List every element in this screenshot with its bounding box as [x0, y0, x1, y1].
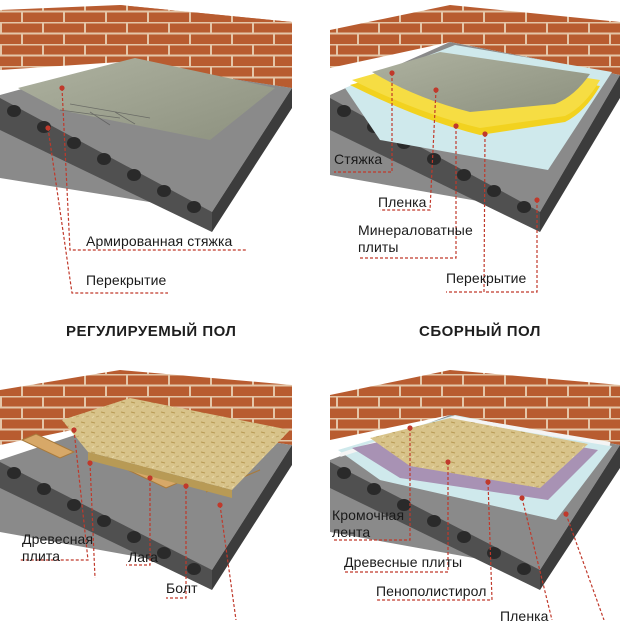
label-film: Пленка — [378, 194, 427, 210]
label-floor-slab: Перекрытие — [86, 272, 167, 288]
label-wood-boards: Древесные плиты — [344, 554, 463, 570]
wood-boards — [370, 418, 588, 488]
label-bolt: Болт — [166, 580, 198, 596]
label-edge-tape: Кромочная лента — [332, 507, 405, 540]
label-screed: Стяжка — [334, 151, 383, 167]
diagram-mineral-wool-screed — [330, 5, 620, 293]
label-wood-board: Древесная плита — [22, 531, 94, 564]
label-mineral-wool: Минераловатные плиты — [358, 222, 473, 255]
diagram-adjustable-floor — [0, 370, 292, 620]
label-polystyrene: Пенополистирол — [376, 583, 487, 599]
label-floor-slab-right: Перекрытие — [446, 270, 527, 286]
diagram-prefab-floor — [330, 370, 620, 620]
diagram-reinforced-screed — [0, 5, 292, 294]
label-film-bottom: Пленка — [500, 608, 549, 624]
heading-prefab-floor: СБОРНЫЙ ПОЛ — [419, 323, 541, 340]
screed-layer — [372, 52, 590, 112]
reinforced-screed-layer — [18, 58, 275, 140]
label-reinforced-screed: Армированная стяжка — [86, 233, 233, 249]
wood-board — [62, 398, 290, 490]
label-joist: Лага — [128, 549, 158, 565]
heading-adjustable-floor: РЕГУЛИРУЕМЫЙ ПОЛ — [66, 323, 237, 340]
